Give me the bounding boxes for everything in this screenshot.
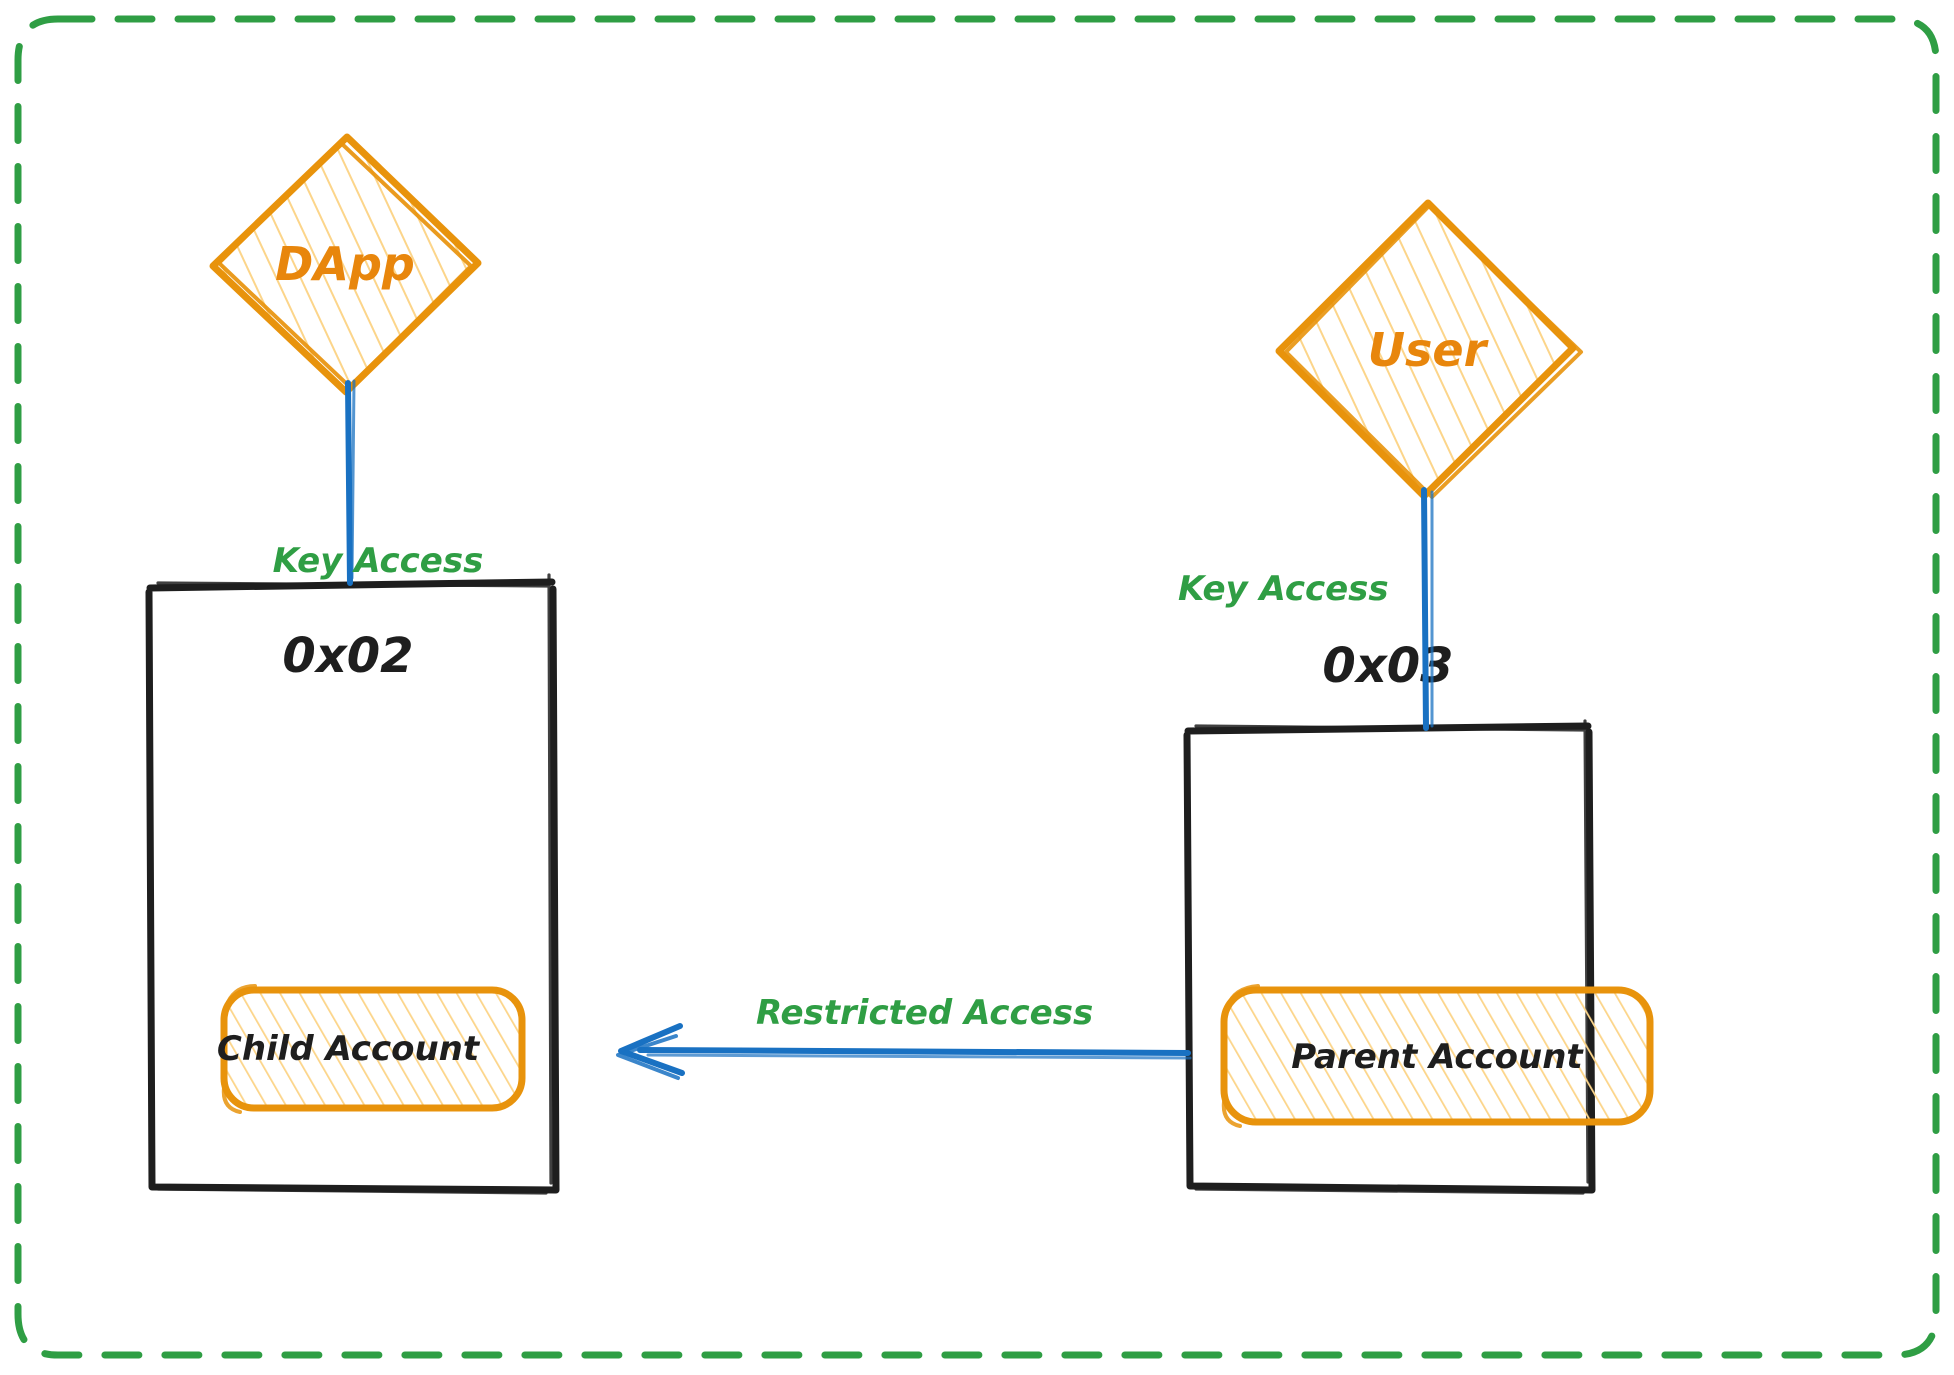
child-account-fill — [224, 990, 522, 1108]
edge-dapp-to-child[interactable]: Key Access — [273, 379, 484, 586]
dapp-child-line-b — [350, 379, 356, 580]
edge-label-key-access-right: Key Access — [1178, 569, 1389, 609]
parent-account-outline-b — [1221, 984, 1260, 1128]
parent-account-outline-a — [1220, 986, 1654, 1126]
restricted-line-b — [646, 1053, 1192, 1060]
restricted-line-a — [637, 1047, 1191, 1056]
restricted-arrowhead-a — [618, 1023, 685, 1076]
user-parent-line-a — [1421, 487, 1429, 731]
outer-frame — [14, 15, 1940, 1359]
dapp-label: DApp — [275, 237, 415, 291]
parent-account-fill — [1224, 990, 1650, 1122]
child-account-label: Child Account — [217, 1029, 481, 1069]
edge-parent-to-child[interactable]: Restricted Access — [616, 993, 1192, 1080]
child-box-outline-b — [156, 573, 553, 1195]
edge-label-restricted-access: Restricted Access — [756, 993, 1093, 1033]
node-user[interactable]: User — [1275, 199, 1583, 500]
parent-account-label: Parent Account — [1291, 1037, 1584, 1077]
user-label: User — [1368, 323, 1490, 377]
node-dapp[interactable]: DApp — [209, 133, 482, 396]
edge-user-to-parent[interactable]: Key Access — [1178, 487, 1434, 731]
dapp-child-line-a — [345, 380, 353, 586]
node-parent-account[interactable]: Parent Account — [1220, 984, 1654, 1128]
edge-label-key-access-left: Key Access — [273, 541, 484, 581]
child-account-outline-b — [221, 984, 257, 1114]
child-box-label: 0x02 — [282, 628, 413, 684]
parent-box-label: 0x03 — [1322, 638, 1453, 694]
node-child-account[interactable]: Child Account — [217, 984, 526, 1114]
child-account-outline-a — [220, 986, 526, 1112]
restricted-arrowhead-b — [616, 1034, 680, 1080]
